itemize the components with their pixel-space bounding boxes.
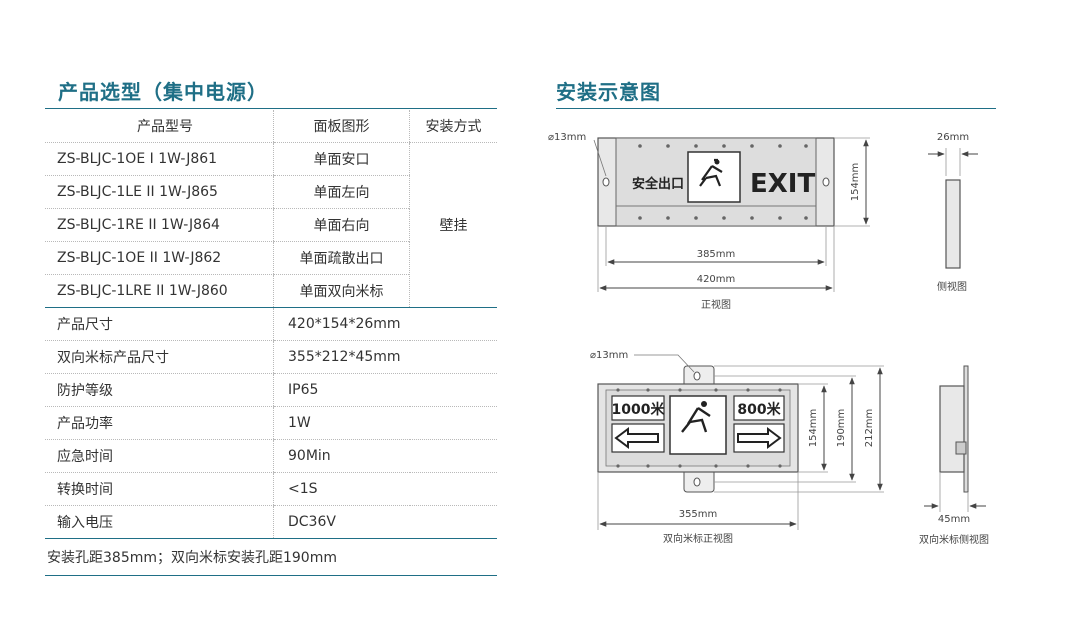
model-cell: ZS-BLJC-1LRE II 1W-J860 [45,274,274,308]
caption-front: 正视图 [701,298,731,311]
spec-row: 转换时间 <1S [45,472,497,506]
arrow-right-icon [737,427,782,449]
caption-side: 侧视图 [937,280,967,293]
panel-cell: 单面右向 [273,208,410,242]
spec-label: 输入电压 [45,505,274,539]
caption-bi-front: 双向米标正视图 [663,532,733,545]
install-note: 安装孔距385mm；双向米标安装孔距190mm [45,538,497,576]
bidirectional-front-diagram: 1000米 800米 ⌀13mm 154mm 190mm 212mm 355mm… [590,350,884,545]
model-cell: ZS-BLJC-1LE II 1W-J865 [45,175,274,209]
header-model: 产品型号 [45,110,274,143]
spec-value: IP65 [273,373,497,407]
bidirectional-side-diagram: 45mm 双向米标侧视图 [919,365,989,546]
table-row: ZS-BLJC-1RE II 1W-J864 单面右向 [45,208,497,242]
header-panel: 面板图形 [273,110,410,143]
side-view-diagram: 26mm 侧视图 [928,132,978,293]
spec-value: 420*154*26mm [273,307,497,341]
spec-row: 输入电压 DC36V [45,505,497,539]
dim-h2: 190mm [836,409,847,448]
spec-row: 产品尺寸 420*154*26mm [45,307,497,341]
note-row: 安装孔距385mm；双向米标安装孔距190mm [45,538,497,576]
model-cell: ZS-BLJC-1RE II 1W-J864 [45,208,274,242]
spec-label: 产品尺寸 [45,307,274,341]
spec-value: 355*212*45mm [273,340,497,374]
spec-row: 应急时间 90Min [45,439,497,473]
table-row: ZS-BLJC-1OE II 1W-J862 单面疏散出口 [45,241,497,275]
section-title-install: 安装示意图 [556,80,661,104]
dim-h3: 212mm [864,409,875,448]
header-install: 安装方式 [409,110,497,143]
dim-outer-width: 420mm [697,274,736,285]
dim-h1: 154mm [808,409,819,448]
selection-table: 产品型号 面板图形 安装方式 ZS-BLJC-1OE I 1W-J861 单面安… [45,110,497,576]
spec-label: 双向米标产品尺寸 [45,340,274,374]
section-title-selection: 产品选型（集中电源） [58,80,268,104]
panel-cell: 单面疏散出口 [273,241,410,275]
dim-side-width: 26mm [937,132,969,143]
dim-bi-side-width: 45mm [938,514,970,525]
section-rule [45,108,497,109]
section-rule [556,108,996,109]
dim-height: 154mm [850,163,861,202]
dim-inner-width: 385mm [697,249,736,260]
panel-cell: 单面双向米标 [273,274,410,308]
spec-value: 1W [273,406,497,440]
spec-row: 双向米标产品尺寸 355*212*45mm [45,340,497,374]
model-cell: ZS-BLJC-1OE II 1W-J862 [45,241,274,275]
arrow-left-icon [614,427,659,449]
left-distance-label: 1000米 [612,401,666,418]
caption-bi-side: 双向米标侧视图 [919,533,989,546]
spec-label: 应急时间 [45,439,274,473]
install-cell: 壁挂 [409,142,497,308]
right-distance-label: 800米 [737,401,781,418]
spec-value: 90Min [273,439,497,473]
spec-label: 转换时间 [45,472,274,506]
spec-row: 防护等级 IP65 [45,373,497,407]
dim-bi-width: 355mm [679,509,718,520]
spec-label: 产品功率 [45,406,274,440]
sign-text-cn: 安全出口 [632,176,684,192]
model-cell: ZS-BLJC-1OE I 1W-J861 [45,142,274,176]
table-row: ZS-BLJC-1LE II 1W-J865 单面左向 [45,175,497,209]
spec-label: 防护等级 [45,373,274,407]
spec-value: DC36V [273,505,497,539]
running-man-icon [669,395,727,455]
table-row: ZS-BLJC-1LRE II 1W-J860 单面双向米标 [45,274,497,308]
bi-hole-label: ⌀13mm [590,350,628,361]
front-view-diagram: 安全出口 EXIT ⌀13mm 385mm 420mm 正视图 154mm [548,132,870,311]
panel-cell: 单面安口 [273,142,410,176]
table-row: ZS-BLJC-1OE I 1W-J861 单面安口 壁挂 [45,142,497,308]
spec-value: <1S [273,472,497,506]
table-header-row: 产品型号 面板图形 安装方式 [45,110,497,143]
hole-label: ⌀13mm [548,132,586,143]
panel-cell: 单面左向 [273,175,410,209]
spec-row: 产品功率 1W [45,406,497,440]
sign-text-en: EXIT [750,169,815,199]
